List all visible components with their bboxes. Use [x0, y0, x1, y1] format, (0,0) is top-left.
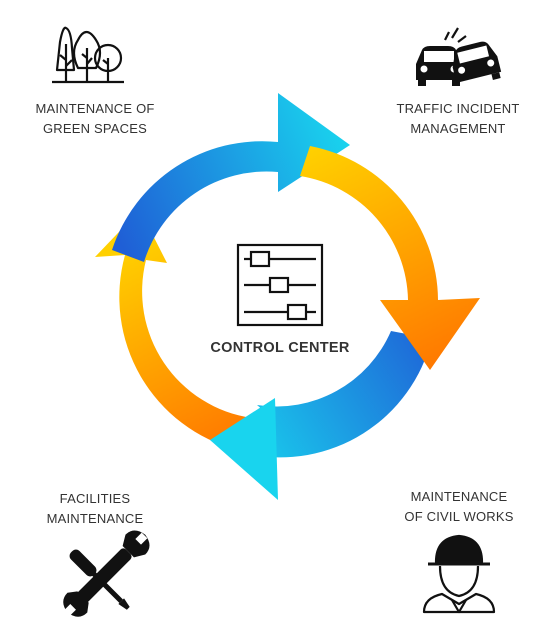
worker-hardhat-icon [422, 534, 496, 614]
stage-label-green-spaces: MAINTENANCE OF GREEN SPACES [35, 101, 155, 136]
stage-label-traffic-incident: TRAFFIC INCIDENT MANAGEMENT [396, 101, 520, 136]
center-title: CONTROL CENTER [210, 340, 350, 356]
sliders-icon [236, 243, 324, 327]
trees-icon [52, 26, 124, 84]
arc-left [95, 210, 252, 450]
stage-label-civil-works: MAINTENANCE OF CIVIL WORKS [404, 489, 514, 524]
car-crash-icon [416, 27, 502, 86]
cycle-ring [95, 93, 480, 500]
stage-label-facilities: FACILITIES MAINTENANCE [46, 491, 144, 526]
wrench-screwdriver-icon [63, 530, 150, 617]
arc-bottom [248, 331, 432, 458]
arc-right [300, 146, 480, 370]
arrowhead-bottom [210, 398, 278, 500]
arc-top [112, 93, 350, 262]
